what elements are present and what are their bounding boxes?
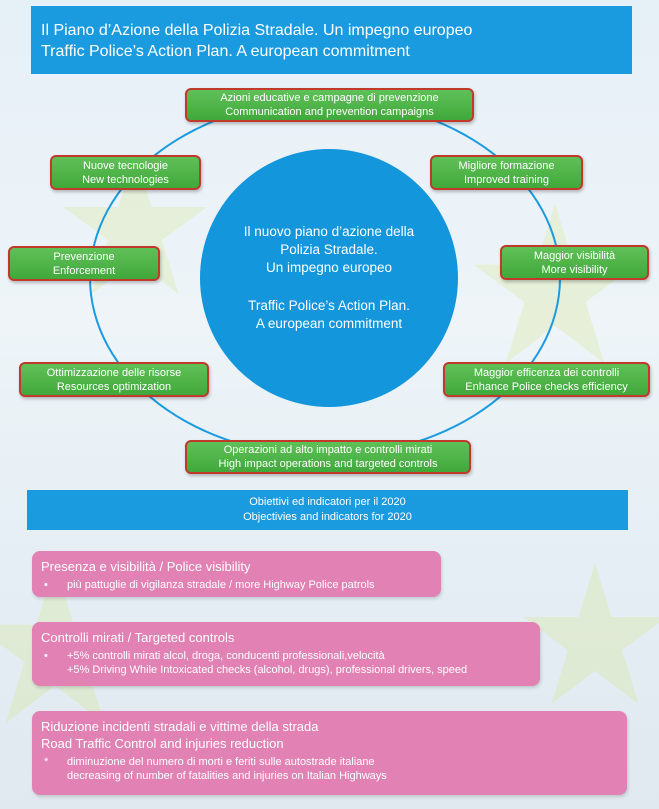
center-text-it-3: Un impegno europeo: [265, 260, 393, 275]
node-label-en: Enhance Police checks efficiency: [465, 380, 628, 393]
node-label-en: Communication and prevention campaigns: [225, 106, 434, 118]
card-text: più pattuglie di vigilanza stradale / mo…: [67, 579, 375, 591]
center-circle: Il nuovo piano d’azione della Polizia St…: [200, 149, 458, 407]
bullet-icon: •: [44, 579, 48, 591]
objective-card-incident-reduction: Riduzione incidenti stradali e vittime d…: [32, 711, 627, 795]
objective-card-targeted-controls: Controlli mirati / Targeted controls • +…: [32, 622, 540, 686]
node-resources-optimization: Ottimizzazione delle risorse Resources o…: [19, 362, 209, 397]
card-text: +5% Driving While Intoxicated checks (al…: [67, 664, 468, 676]
node-label-en: Improved training: [464, 173, 549, 186]
title-english: Traffic Police’s Action Plan. A european…: [41, 43, 410, 60]
node-new-technologies: Nuove tecnologie New technologies: [50, 155, 201, 190]
center-text-it-1: Il nuovo piano d’azione della: [243, 224, 415, 239]
node-label-it: Azioni educative e campagne di prevenzio…: [220, 92, 439, 104]
card-title: Riduzione incidenti stradali e vittime d…: [41, 719, 319, 734]
node-checks-efficiency: Maggior efficenza dei controlli Enhance …: [443, 362, 650, 397]
node-label-it: Migliore formazione: [458, 159, 555, 172]
node-label-it: Prevenzione: [53, 250, 115, 263]
node-label-en: Enforcement: [52, 264, 116, 277]
card-title: Road Traffic Control and injuries reduct…: [41, 736, 284, 751]
background-star-icon: [523, 563, 659, 704]
objective-card-visibility: Presenza e visibilità / Police visibilit…: [32, 551, 441, 597]
objectives-heading-en: Objectivies and indicators for 2020: [243, 511, 412, 523]
center-text-en-2: A european commitment: [255, 316, 403, 331]
node-label-it: Maggior visibilità: [533, 249, 616, 262]
node-high-impact-operations: Operazioni ad alto impatto e controlli m…: [185, 440, 471, 474]
bullet-icon: •: [44, 650, 48, 662]
objectives-heading-it: Obiettivi ed indicatori per il 2020: [249, 496, 406, 508]
center-text-en-1: Traffic Police’s Action Plan.: [248, 298, 410, 313]
node-improved-training: Migliore formazione Improved training: [430, 155, 583, 190]
title-italian: Il Piano d’Azione della Polizia Stradale…: [41, 22, 473, 39]
node-label-en: New technologies: [82, 173, 169, 186]
page-title: Il Piano d’Azione della Polizia Stradale…: [31, 6, 632, 74]
node-label-en: More visibility: [541, 263, 608, 276]
node-label-en: Resources optimization: [56, 380, 172, 393]
card-text: diminuzione del numero di morti e feriti…: [67, 756, 375, 768]
node-label-en: High impact operations and targeted cont…: [218, 458, 438, 470]
card-text: decreasing of number of fatalities and i…: [67, 770, 387, 782]
node-label-it: Nuove tecnologie: [82, 159, 168, 172]
card-text: +5% controlli mirati alcol, droga, condu…: [67, 650, 385, 662]
node-label-it: Operazioni ad alto impatto e controlli m…: [223, 444, 433, 456]
objectives-heading: Obiettivi ed indicatori per il 2020 Obje…: [27, 490, 628, 530]
card-title: Controlli mirati / Targeted controls: [41, 630, 235, 645]
bullet-icon: *: [44, 756, 49, 768]
node-label-it: Maggior efficenza dei controlli: [473, 366, 620, 379]
center-text-it-2: Polizia Stradale.: [280, 242, 378, 257]
node-label-it: Ottimizzazione delle risorse: [46, 366, 182, 379]
node-enforcement: Prevenzione Enforcement: [8, 246, 160, 281]
node-more-visibility: Maggior visibilità More visibility: [500, 245, 649, 280]
node-prevention-campaigns: Azioni educative e campagne di prevenzio…: [185, 88, 474, 122]
card-title: Presenza e visibilità / Police visibilit…: [41, 559, 251, 574]
